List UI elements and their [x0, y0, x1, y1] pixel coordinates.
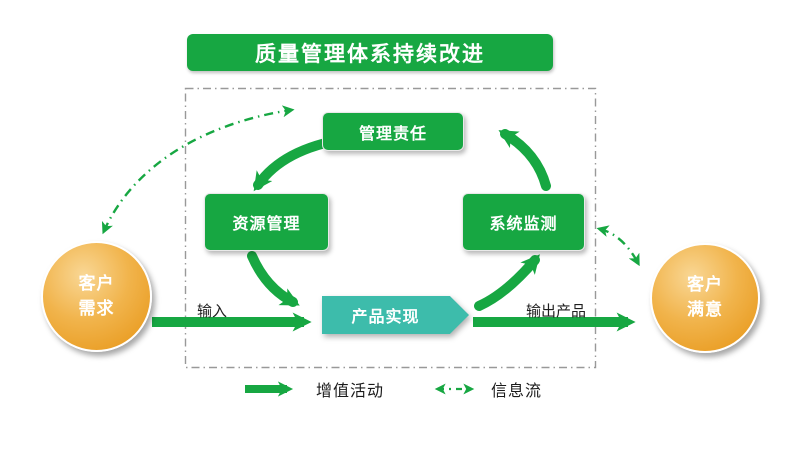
node-system-monitoring: 系统监测 [462, 193, 585, 251]
input-label: 输入 [196, 303, 227, 320]
product-realization-shape: 产品实现 [322, 296, 469, 334]
arrow-resources-to-realization [247, 251, 300, 307]
customer-needs-line1: 客户 [78, 273, 115, 293]
node-resource-management: 资源管理 [204, 193, 329, 251]
node-product-realization: 产品实现 [322, 296, 469, 334]
circle-customer-needs: 客户 需求 [41, 241, 152, 352]
info-flow-label: 信息流 [491, 383, 543, 400]
legend: 增值活动 信息流 [243, 377, 542, 401]
circle-customer-satisfaction: 客户 满意 [650, 243, 760, 353]
value-added-label: 增值活动 [316, 383, 385, 400]
info-flow-right-arrow [596, 225, 640, 267]
customer-satisfaction-line2: 满意 [687, 300, 723, 319]
customer-satisfaction-line1: 客户 [687, 275, 723, 295]
diagram-title: 质量管理体系持续改进 [187, 34, 553, 71]
arrow-monitoring-to-management [498, 129, 551, 191]
info-flow-arrow-icon [434, 383, 475, 395]
value-added-arrow-icon [245, 381, 294, 397]
node-management-responsibility: 管理责任 [322, 112, 464, 151]
output-label: 输出产品 [525, 303, 586, 320]
customer-needs-line2: 需求 [78, 298, 115, 318]
